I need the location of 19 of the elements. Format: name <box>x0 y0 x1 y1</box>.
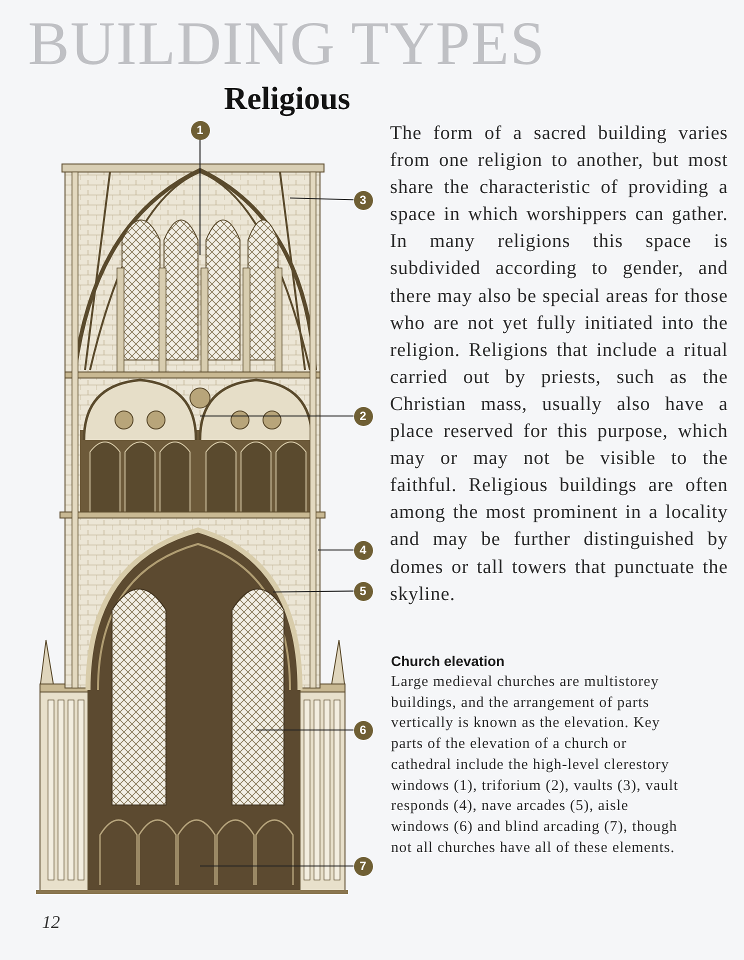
page-title: Religious <box>224 80 350 116</box>
leader-line <box>256 729 354 731</box>
callout-number: 2 <box>354 406 372 426</box>
callout-number: 6 <box>354 720 372 740</box>
callout-number: 5 <box>354 582 372 600</box>
body-paragraph: The form of a sacred building varies from one religion to another, but most share the characteristic of providing a space in which worshippers can gather. In many religions this space is subdivided according to gender, and there may also be special areas for those who are not yet fully initiated into the religion. Religions that include a ritual carried out by priests, such as the Christian mass, usually also have a place reserved for this purpose, which may or may not be visible to the faithful. Religious buildings are often among the most prominent in a locality and may be further distinguished by domes or tall towers that punctuate the skyline. <box>390 122 728 607</box>
callout-number: 4 <box>354 540 372 560</box>
caption-paragraph: Large medieval churches are multistorey buildings, and the arrangement of parts vertically is known as the elevation. Key parts of the elevation of a church or cathedral include the high-level clerestory windows (1), triforium (2), vaults (3), vault responds (4), nave arcades (5), aisle windows (6) and blind arcading (7), though not all churches have all of these elements. <box>391 673 680 858</box>
leader-line <box>200 415 354 417</box>
callout-number: 7 <box>354 856 372 876</box>
callout-number: 1 <box>190 120 210 140</box>
page-number: 12 <box>42 912 60 933</box>
leader-line <box>199 140 201 255</box>
leader-line <box>200 865 354 867</box>
callout-number: 3 <box>354 190 372 210</box>
leader-line <box>273 590 354 593</box>
subheading: Church elevation <box>391 653 505 669</box>
leader-line <box>318 549 354 551</box>
leader-line <box>290 197 354 200</box>
